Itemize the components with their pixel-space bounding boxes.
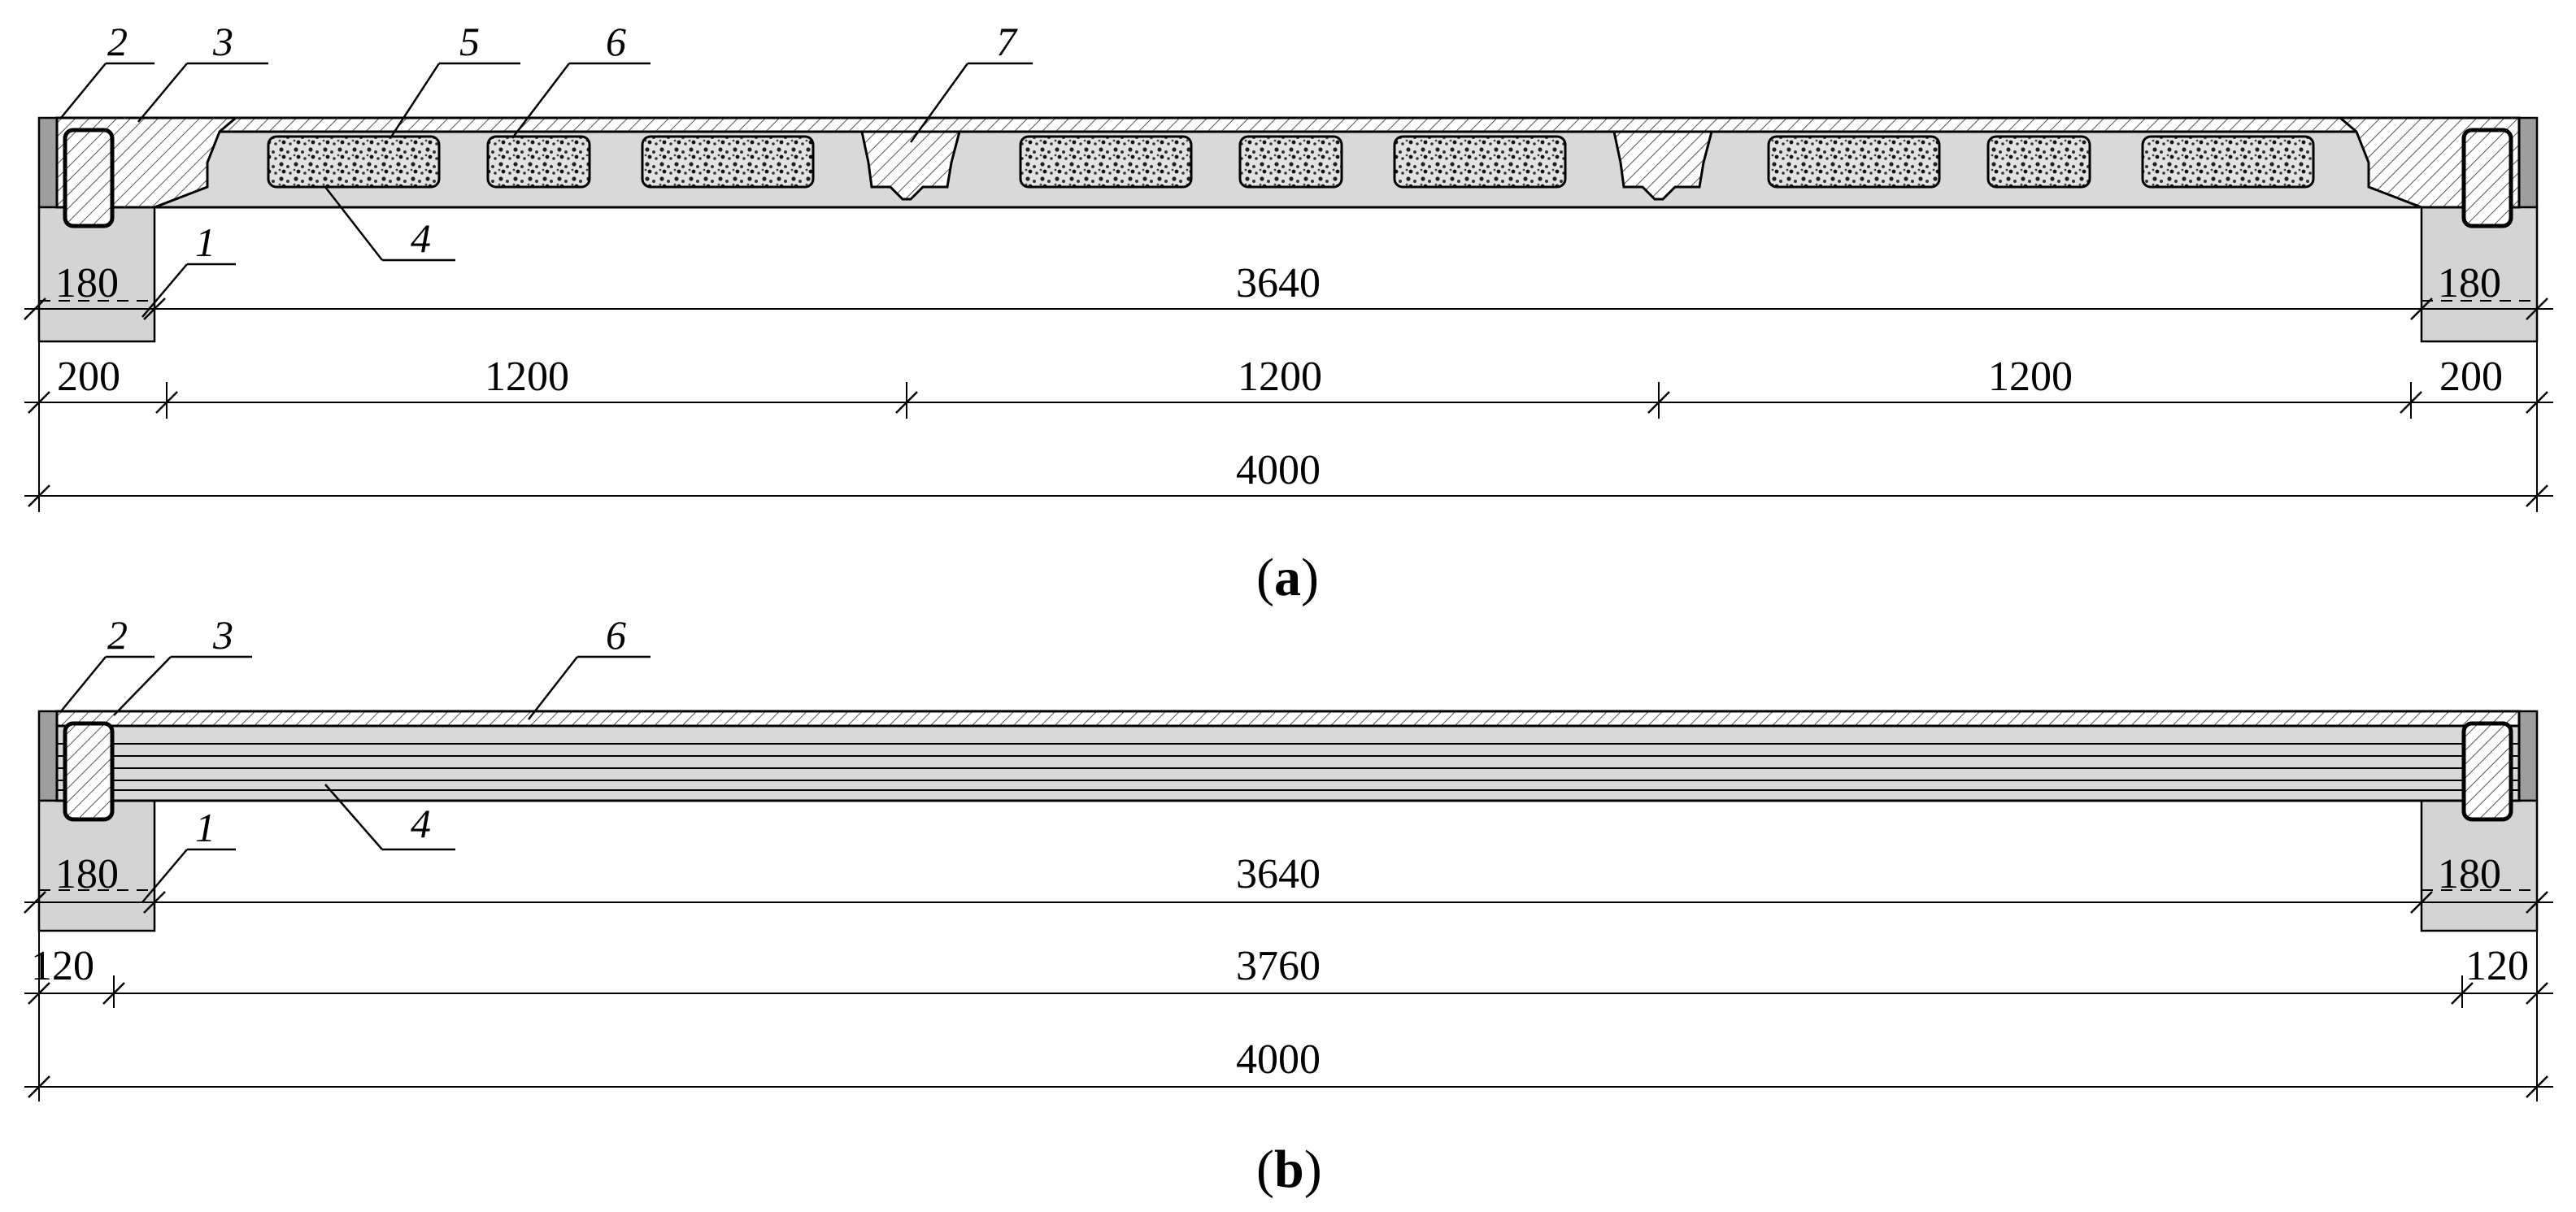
grout-joint-1-a — [860, 130, 961, 201]
dim-clear-span-b: 3640 — [1236, 851, 1321, 897]
callout-6-b: 6 — [606, 612, 626, 658]
dimension-lines-b — [24, 891, 2553, 1101]
grout-joint-2-a — [1612, 130, 1713, 201]
dimension-lines-a — [24, 298, 2553, 512]
reinforcement-cage-right-a — [2461, 128, 2513, 228]
reinforcement-cage-left-b — [63, 721, 115, 822]
callout-4-b: 4 — [411, 801, 431, 846]
insulation-inserts-a — [267, 135, 2315, 189]
dim-support-right-a: 180 — [2438, 260, 2501, 306]
dim-middle-b: 3760 — [1236, 943, 1321, 989]
dim-edge-left-b: 120 — [31, 943, 94, 989]
callout-3-b: 3 — [212, 612, 233, 658]
callout-5-a: 5 — [459, 19, 480, 64]
callout-2-a: 2 — [107, 19, 128, 64]
dim-bay-1-a: 1200 — [485, 354, 569, 400]
dim-total-b: 4000 — [1236, 1036, 1321, 1083]
dim-support-right-b: 180 — [2438, 851, 2501, 897]
callout-leaders-b — [60, 655, 651, 903]
callout-4-a: 4 — [411, 215, 431, 261]
support-left-b — [37, 799, 156, 932]
dim-edge-left-a: 200 — [57, 354, 120, 400]
caption-b: (b) — [1256, 1140, 1322, 1199]
callout-2-b: 2 — [107, 612, 128, 658]
callout-1-a: 1 — [195, 219, 215, 265]
reinforcement-cage-right-b — [2461, 721, 2513, 822]
dim-support-left-b: 180 — [55, 851, 119, 897]
caption-a: (a) — [1256, 548, 1319, 607]
dim-edge-right-b: 120 — [2465, 943, 2529, 989]
dim-bay-2-a: 1200 — [1238, 354, 1322, 400]
callout-3-a: 3 — [212, 19, 233, 64]
figure-a: 2 3 5 6 7 1 4 — [24, 19, 2553, 607]
panel-ribs-b — [57, 743, 2519, 791]
support-left-a — [37, 206, 156, 343]
dim-edge-right-a: 200 — [2439, 354, 2503, 400]
callout-leaders-a — [60, 62, 1033, 318]
callout-6-a: 6 — [606, 19, 626, 64]
reinforcement-cage-left-a — [63, 128, 115, 228]
dim-bay-3-a: 1200 — [1988, 354, 2073, 400]
dim-clear-span-a: 3640 — [1236, 260, 1321, 306]
dim-support-left-a: 180 — [55, 260, 119, 306]
topping-layer-a — [55, 116, 2521, 133]
topping-layer-b — [55, 710, 2521, 728]
support-right-a — [2420, 206, 2539, 343]
figure-b: 2 3 6 1 4 180 180 3640 120 3760 — [24, 612, 2553, 1199]
support-right-b — [2420, 799, 2539, 932]
dim-total-a: 4000 — [1236, 447, 1321, 493]
callout-1-b: 1 — [195, 805, 215, 850]
callout-7-a: 7 — [996, 19, 1018, 64]
